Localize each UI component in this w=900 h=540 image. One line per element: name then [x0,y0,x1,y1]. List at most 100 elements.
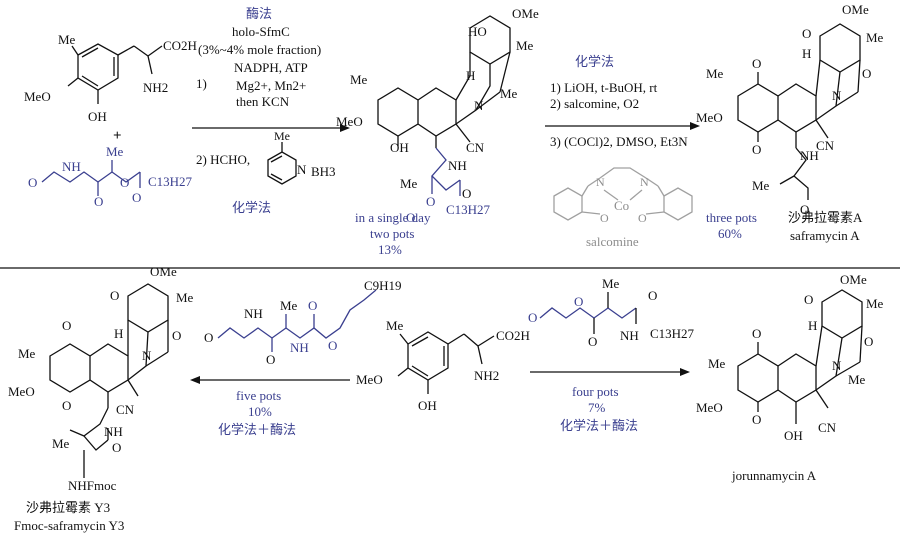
o-label: O [172,328,181,343]
o-label: O [462,186,471,201]
meo-label: MeO [356,372,383,387]
three-pots-label: three pots [706,210,757,225]
saframycin-y3-caption: 沙弗拉霉素 Y3 Fmoc-saframycin Y3 [14,500,124,533]
c13h27-label: C13H27 [148,174,193,189]
h-label: H [466,68,475,83]
o-label: O [62,318,71,333]
tyrosine-derivative-bottom: Me CO2H NH2 MeO OH [356,318,530,413]
right-route-yield: 7% [588,400,606,415]
saframycin-a-caption: three pots 60% 沙弗拉霉素A saframycin A [706,210,863,243]
chem-method-label: 化学法 [232,200,271,215]
saframycin-a-name-cn: 沙弗拉霉素A [788,210,863,225]
me-label: Me [350,72,368,87]
me-label: Me [52,436,70,451]
intermediate-structure: OMe HO Me H Me N Me MeO OH CN NH Me O O … [336,6,539,225]
cn-label: CN [116,402,135,417]
h-label: H [114,326,123,341]
me-label: Me [708,356,726,371]
two-pots-label: two pots [370,226,414,241]
me-label: Me [106,144,124,159]
me-label: Me [866,296,884,311]
h-label: H [802,46,811,61]
o-label: O [588,334,597,349]
o-label: O [120,175,129,190]
o-label: O [328,338,337,353]
ho-label: HO [468,24,487,39]
meo-label: MeO [336,114,363,129]
nh-label: NH [448,158,467,173]
step1-conditions: 酶法 holo-SfmC (3%~4% mole fraction) NADPH… [192,6,350,215]
me-label: Me [706,66,724,81]
n-label: N [832,358,842,373]
step-number-2: 2) HCHO, [196,152,250,167]
c13h27-label: C13H27 [446,202,491,217]
pyridine-n-label: N [297,162,307,177]
saframycin-a-yield: 60% [718,226,742,241]
enzyme-fraction: (3%~4% mole fraction) [198,42,321,57]
nh-label: NH [62,159,81,174]
salcomine-label: salcomine [586,234,639,249]
nh-label: NH [620,328,639,343]
o-label: O [638,211,647,225]
o-label: O [204,330,213,345]
me-label: Me [274,129,290,143]
nh-label: NH [104,424,123,439]
c9h19-label: C9H19 [364,278,402,293]
intermediate-yield: 13% [378,242,402,257]
ome-label: OMe [512,6,539,21]
right-route-arrow: four pots 7% 化学法＋酶法 [530,368,690,433]
o-label: O [132,190,141,205]
nh-label: NH [244,306,263,321]
me-label: Me [866,30,884,45]
n-label: N [832,88,842,103]
n-label: N [596,175,605,189]
o-label: O [802,26,811,41]
plus-sign: + [113,128,122,144]
cobalt-label: Co [614,198,629,213]
c13h27-label: C13H27 [650,326,695,341]
saframycin-a-structure: OMe O Me H O O Me N MeO O CN NH Me O [696,2,884,217]
cn-label: CN [466,140,485,155]
aldehyde-ester-partner-top: O NH Me O O O C13H27 [28,144,193,209]
me-label: Me [176,290,194,305]
reagent-2: 2) salcomine, O2 [550,96,639,111]
meo-label: MeO [696,400,723,415]
reagent-3: 3) (COCl)2, DMSO, Et3N [550,134,688,149]
n-label: N [142,348,152,363]
co2h-label: CO2H [496,328,530,343]
left-route-arrow: five pots 10% 化学法＋酶法 [190,376,350,437]
o-label: O [862,66,871,81]
nhfmoc-label: NHFmoc [68,478,117,493]
saframycin-a-name-en: saframycin A [790,228,860,243]
glycolaldehyde-ester-reagent: O O O Me NH O C13H27 [528,276,695,349]
o-label: O [800,202,809,217]
jorunnamycin-a-structure: OMe O Me H O O Me N Me MeO O OH CN [696,272,884,443]
y3-name-cn: 沙弗拉霉素 Y3 [26,500,110,515]
o-label: O [110,288,119,303]
enzyme-method-label: 酶法 [246,6,272,21]
left-route-yield: 10% [248,404,272,419]
o-label: O [752,326,761,341]
single-day-label: in a single day [355,210,431,225]
oh-label: OH [784,428,803,443]
meo-label: MeO [696,110,723,125]
me-label: Me [58,32,76,47]
o-label: O [406,210,415,225]
o-label: O [752,412,761,427]
o-label: O [574,294,583,309]
o-label: O [94,194,103,209]
o-label: O [752,56,761,71]
cn-label: CN [818,420,837,435]
salcomine-structure: N N Co O O salcomine [553,167,693,249]
o-label: O [864,334,873,349]
four-pots-label: four pots [572,384,619,399]
n-label: N [640,175,649,189]
meo-label: MeO [24,89,51,104]
metal-ions: Mg2+, Mn2+ [236,78,306,93]
co2h-label: CO2H [163,38,197,53]
intermediate-caption: in a single day two pots 13% [355,210,431,257]
o-label: O [308,298,317,313]
o-label: O [648,288,657,303]
reagent-1: 1) LiOH, t-BuOH, rt [550,80,658,95]
meo-label: MeO [8,384,35,399]
